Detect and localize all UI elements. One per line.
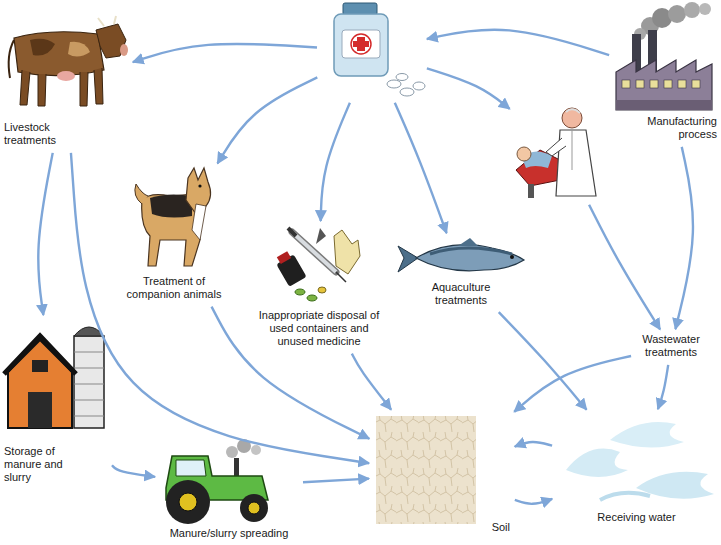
- fish-picture: [398, 238, 524, 272]
- disposal-picture: [273, 228, 360, 301]
- dog-picture: [135, 168, 211, 266]
- node-label: Treatment of companion animals: [118, 274, 230, 302]
- flow-arrow: [427, 30, 609, 55]
- node-label: Soil: [372, 520, 512, 535]
- flow-arrow: [499, 312, 587, 410]
- process-node: Receiving water: [555, 412, 718, 527]
- factory-picture: [616, 2, 712, 110]
- process-node: Treatment of companion animals: [118, 166, 230, 304]
- node-label: Livestock treatments: [2, 120, 74, 148]
- flow-arrow: [395, 103, 447, 233]
- flow-arrow: [589, 205, 660, 330]
- tractor-picture: [166, 439, 268, 524]
- flow-arrow: [303, 479, 369, 483]
- process-node: Storage of manure and slurry: [2, 318, 110, 487]
- process-node: Aquaculture treatments: [394, 236, 528, 310]
- process-node: Inappropriate disposal of used container…: [250, 224, 388, 351]
- node-label: Receiving water: [582, 510, 692, 525]
- barn-picture: [4, 327, 104, 428]
- flow-arrow: [675, 147, 693, 329]
- process-node: Livestock treatments: [2, 18, 130, 150]
- cow-picture: [9, 16, 128, 106]
- node-label: Manure/slurry spreading: [158, 526, 300, 541]
- water-picture: [566, 422, 714, 500]
- soil-picture: [376, 416, 476, 524]
- flow-arrow: [515, 499, 552, 504]
- flow-arrow: [38, 153, 52, 315]
- process-node: Soil: [372, 412, 512, 537]
- flow-arrow: [515, 442, 552, 447]
- flow-arrow: [427, 68, 510, 109]
- node-label: Storage of manure and slurry: [2, 444, 94, 485]
- node-label: Inappropriate disposal of used container…: [251, 308, 387, 349]
- process-node: [512, 100, 612, 202]
- medicine-bottle: [334, 3, 425, 96]
- node-label: Aquaculture treatments: [423, 280, 499, 308]
- flow-arrow: [321, 103, 350, 221]
- node-label: Manufacturing process: [635, 114, 719, 142]
- doctor-picture: [516, 108, 596, 198]
- flow-arrow: [514, 356, 631, 412]
- process-node: Wastewater treatments: [634, 332, 708, 362]
- flow-arrow: [71, 153, 369, 463]
- flow-arrow: [352, 354, 391, 410]
- flow-arrow: [218, 77, 318, 163]
- node-label: Wastewater treatments: [634, 332, 708, 360]
- process-node: Manufacturing process: [612, 2, 719, 144]
- process-node: [320, 2, 424, 100]
- flow-arrow: [658, 365, 668, 409]
- flow-arrow: [112, 465, 155, 477]
- flow-arrow: [133, 44, 317, 62]
- process-node: Manure/slurry spreading: [158, 430, 300, 543]
